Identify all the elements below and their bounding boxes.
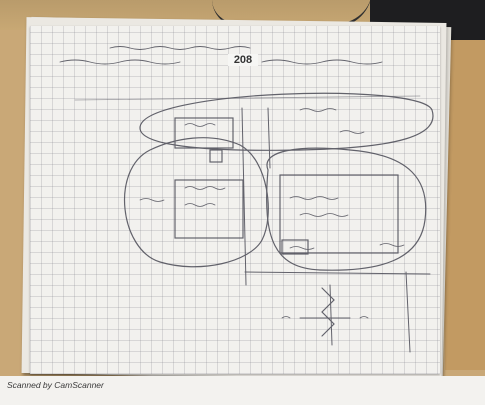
vertical-line-2 <box>267 107 271 169</box>
right-loop <box>266 147 427 271</box>
handwritten-text <box>299 108 337 112</box>
vertical-line-1 <box>241 107 247 286</box>
handwritten-text <box>299 213 349 217</box>
left-loop <box>124 137 269 268</box>
header-scribble-line-2 <box>59 59 181 65</box>
header-scribble-line-1 <box>109 46 251 50</box>
handwritten-text <box>139 198 165 202</box>
box-mid-left <box>174 179 244 239</box>
graph-paper-sheet <box>30 26 440 374</box>
box-top-left <box>174 117 234 149</box>
waveform <box>321 287 335 337</box>
vertical-line-4 <box>329 284 333 346</box>
vertical-line-3 <box>405 271 411 353</box>
scanner-watermark: Scanned by CamScanner <box>7 380 104 390</box>
desk-right-edge <box>445 40 485 370</box>
handwritten-text <box>184 186 226 190</box>
handwritten-text <box>289 246 315 250</box>
handwritten-text <box>289 196 339 200</box>
handwritten-text <box>184 123 216 127</box>
bottom-bar <box>0 376 485 405</box>
upper-ellipse <box>139 92 434 151</box>
handwritten-text <box>359 316 369 319</box>
page-number: 208 <box>228 54 258 66</box>
handwritten-text <box>339 130 365 134</box>
box-small <box>281 239 309 255</box>
horizontal-connector <box>244 271 431 275</box>
handwritten-text <box>379 243 405 247</box>
small-square <box>209 149 223 163</box>
ruled-line <box>74 95 421 101</box>
handwritten-text <box>281 316 291 319</box>
box-right <box>279 174 399 254</box>
handwritten-text <box>184 203 216 207</box>
header-scribble-line-3 <box>261 59 383 65</box>
